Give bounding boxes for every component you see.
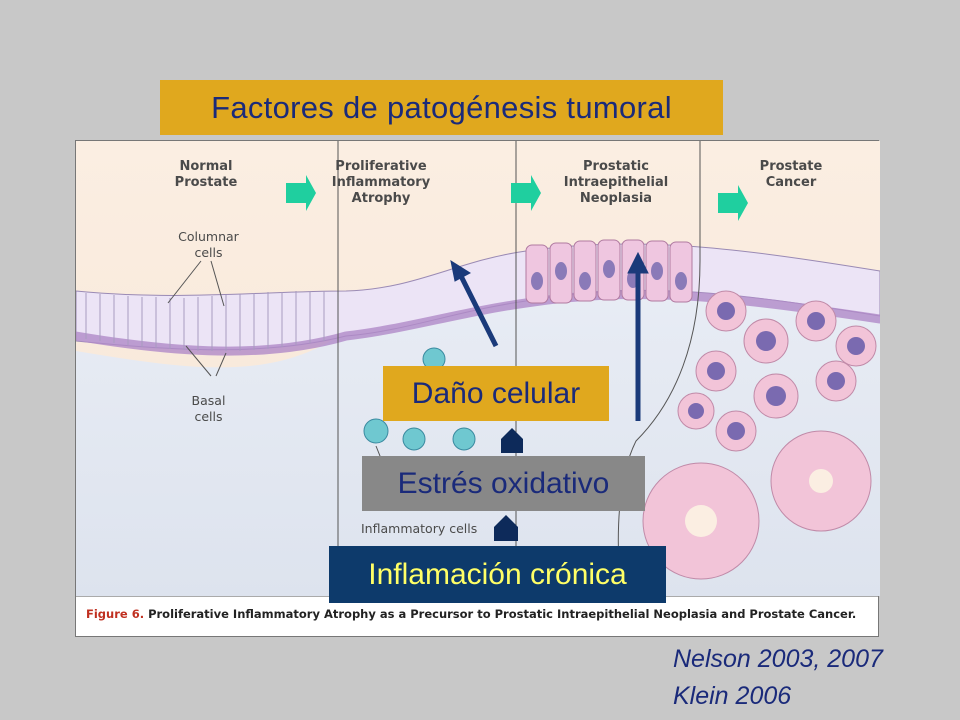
green-arrow-icon xyxy=(511,175,541,211)
estres-oxidativo-box: Estrés oxidativo xyxy=(362,456,645,511)
up-arrow-icon xyxy=(501,428,523,453)
basal-cell-layer xyxy=(76,290,880,356)
up-arrow-icon xyxy=(494,515,518,541)
up-arrows xyxy=(494,428,523,541)
gland-right xyxy=(770,430,872,532)
columnar-cells xyxy=(85,291,325,351)
pin-nuclei xyxy=(531,260,687,290)
cancer-nuclei xyxy=(688,302,865,440)
reference-klein: Klein 2006 xyxy=(673,682,792,710)
reference-nelson: Nelson 2003, 2007 xyxy=(673,645,883,673)
figure-number: Figure 6. xyxy=(86,607,145,621)
green-arrow-icon xyxy=(286,175,316,211)
navy-arrow-icon xyxy=(627,251,649,274)
inflamacion-cronica-box: Inflamación crónica xyxy=(329,546,666,603)
slide-title: Factores de patogénesis tumoral xyxy=(160,80,723,135)
green-arrow-icon xyxy=(718,185,748,221)
progression-arrows xyxy=(450,251,649,421)
figure-caption-text: Proliferative Inflammatory Atrophy as a … xyxy=(144,607,857,621)
figure-caption: Figure 6. Proliferative Inflammatory Atr… xyxy=(76,596,878,636)
inflammatory-cells-label: Inflammatory cells xyxy=(361,521,478,536)
dano-celular-box: Daño celular xyxy=(383,366,609,421)
stage-arrows xyxy=(286,175,748,221)
gland-left xyxy=(642,462,760,580)
navy-arrow-icon xyxy=(450,259,471,282)
